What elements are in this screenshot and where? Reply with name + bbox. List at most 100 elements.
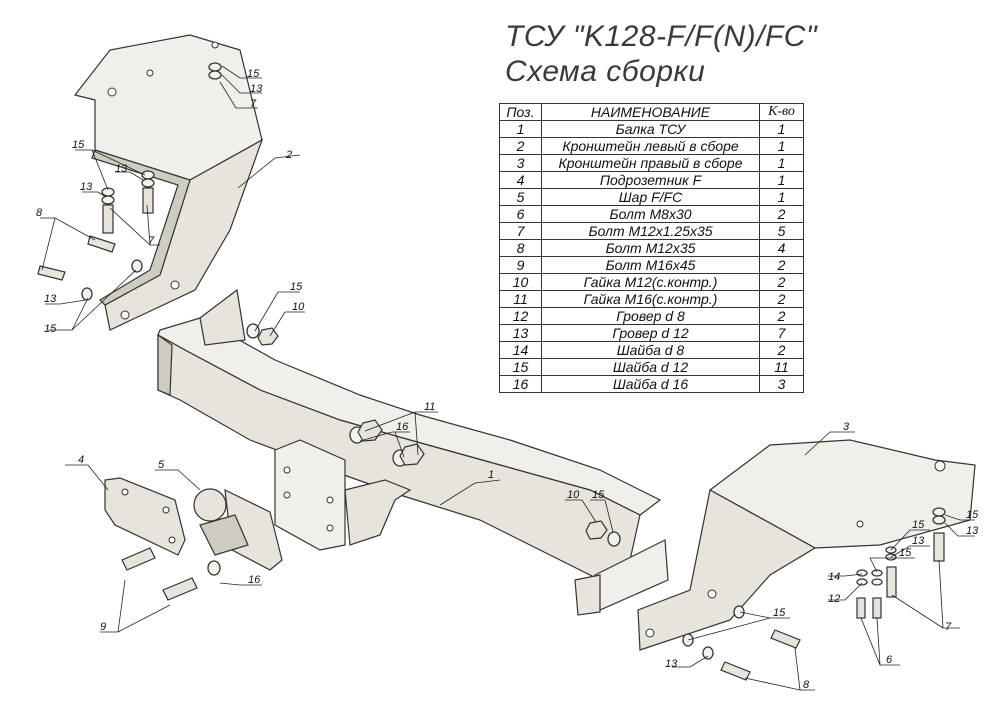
row-qty: 7 (759, 324, 804, 342)
row-pos: 10 (499, 273, 542, 291)
callout-1: 1 (488, 469, 494, 481)
row-pos: 9 (499, 256, 542, 274)
header-qty: К-во (759, 103, 804, 121)
row-pos: 7 (499, 222, 542, 240)
right-bracket (637, 439, 976, 651)
row-qty: 2 (759, 205, 804, 223)
callout-5: 5 (158, 459, 165, 471)
callout-12: 12 (828, 593, 840, 605)
row-pos: 6 (499, 205, 542, 223)
row-name: Подрозетник F (541, 171, 760, 189)
row-name: Шайба d 8 (541, 341, 760, 359)
row-pos: 5 (499, 188, 542, 206)
callout-10-right: 10 (567, 489, 580, 501)
leader-lines (40, 65, 975, 691)
header-name: НАИМЕНОВАНИЕ (541, 103, 760, 121)
row-name: Гровер d 12 (541, 324, 760, 342)
socket-plate (104, 477, 186, 556)
row-name: Болт М12х35 (541, 239, 760, 257)
drawing-title: ТСУ "K128-F/F(N)/FC" (505, 20, 818, 53)
row-qty: 1 (759, 120, 804, 138)
callout-13-left-a: 13 (80, 181, 93, 193)
drawing-subtitle: Схема сборки (505, 55, 706, 88)
row-name: Кронштейн левый в сборе (541, 137, 760, 155)
callout-13-top: 13 (250, 83, 263, 95)
row-name: Гровер d 8 (541, 307, 760, 325)
callout-14: 14 (828, 571, 840, 583)
row-qty: 2 (759, 256, 804, 274)
row-name: Болт М12х1.25х35 (541, 222, 760, 240)
callout-4: 4 (78, 454, 84, 466)
row-qty: 2 (759, 290, 804, 308)
row-qty: 2 (759, 273, 804, 291)
callout-15-right-a: 15 (966, 509, 979, 521)
row-pos: 16 (499, 375, 542, 393)
row-name: Кронштейн правый в сборе (541, 154, 760, 172)
callout-15-right-nut: 15 (592, 489, 605, 501)
row-pos: 11 (499, 290, 542, 308)
callout-15-right-c: 15 (899, 547, 912, 559)
row-qty: 4 (759, 239, 804, 257)
row-name: Болт М8х30 (541, 205, 760, 223)
callout-15-left-b: 15 (44, 323, 57, 335)
callout-15-top: 15 (247, 68, 260, 80)
row-pos: 15 (499, 358, 542, 376)
callout-13-bottom: 13 (665, 658, 678, 670)
callout-15-left-nut: 15 (290, 281, 303, 293)
row-pos: 14 (499, 341, 542, 359)
callout-15-right-b: 15 (912, 519, 925, 531)
callout-15-bottom: 15 (773, 607, 786, 619)
callout-2: 2 (285, 149, 292, 161)
row-qty: 3 (759, 375, 804, 393)
callout-7-right: 7 (945, 621, 952, 633)
row-qty: 11 (759, 358, 804, 376)
fasteners (37, 62, 946, 681)
row-pos: 13 (499, 324, 542, 342)
row-qty: 5 (759, 222, 804, 240)
callout-13-left-b: 13 (44, 293, 57, 305)
row-qty: 2 (759, 307, 804, 325)
row-qty: 1 (759, 171, 804, 189)
row-qty: 1 (759, 188, 804, 206)
callout-11: 11 (424, 401, 435, 413)
left-bracket (73, 34, 264, 331)
callout-13-right-a: 13 (966, 525, 979, 537)
row-name: Гайка М16(с.контр.) (541, 290, 760, 308)
tow-ball (193, 488, 283, 571)
callout-9: 9 (100, 621, 106, 633)
row-name: Шайба d 16 (541, 375, 760, 393)
callout-10-left: 10 (292, 301, 305, 313)
callout-7-left: 7 (148, 235, 155, 247)
parts-table-header: Поз. НАИМЕНОВАНИЕ К-во (499, 103, 804, 121)
row-name: Болт М16х45 (541, 256, 760, 274)
row-pos: 2 (499, 137, 542, 155)
callout-labels: 2 3 1 4 5 16 9 11 16 10 15 10 15 8 7 13 … (36, 68, 979, 691)
callout-15-left-a: 15 (72, 139, 85, 151)
row-pos: 3 (499, 154, 542, 172)
row-name: Балка ТСУ (541, 120, 760, 138)
callout-13-right-b: 13 (912, 535, 925, 547)
header-pos: Поз. (499, 103, 542, 121)
callout-7-top: 7 (250, 98, 257, 110)
callout-8-left: 8 (36, 207, 43, 219)
callout-16-ball: 16 (248, 574, 261, 586)
callout-16-beam: 16 (396, 421, 409, 433)
row-pos: 4 (499, 171, 542, 189)
row-qty: 1 (759, 154, 804, 172)
